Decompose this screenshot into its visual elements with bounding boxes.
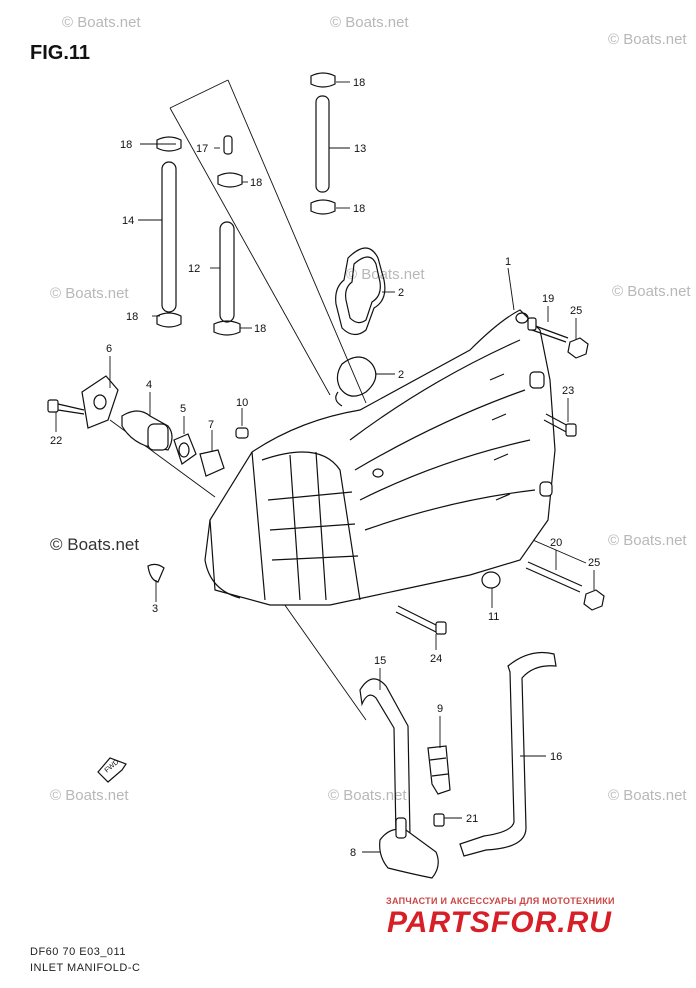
callout-label: 19	[542, 293, 554, 305]
nut-25-lower	[583, 589, 605, 611]
callout-label: 20	[550, 537, 562, 549]
shop-logo: PARTSFOR.RU	[387, 906, 612, 939]
watermark-text: © Boats.net	[328, 787, 407, 804]
callout-label: 9	[437, 703, 443, 715]
shop-tagline: ЗАПЧАСТИ И АКСЕССУАРЫ ДЛЯ МОТОТЕХНИКИ	[386, 896, 615, 906]
callout-label: 23	[562, 385, 574, 397]
hose-12	[213, 135, 243, 336]
watermark-text: © Boats.net	[330, 14, 409, 31]
callout-label: 11	[488, 611, 499, 623]
watermark-text: © Boats.net	[50, 787, 129, 804]
callout-label: 10	[236, 397, 248, 409]
callout-label: 15	[374, 655, 386, 667]
callout-label: 2	[398, 369, 404, 381]
callout-label: 3	[152, 603, 158, 615]
hose-14	[156, 136, 182, 328]
callout-label: 24	[430, 653, 442, 665]
diagram-code: DF60 70 E03_011	[30, 946, 126, 958]
callout-label: 18	[353, 203, 365, 215]
bolt-23	[543, 413, 577, 437]
inlet-manifold-1	[204, 309, 556, 606]
clamp-7	[199, 449, 225, 477]
valve-4	[121, 410, 173, 451]
watermark-text: © Boats.net	[50, 535, 139, 554]
callout-label: 25	[570, 305, 582, 317]
bolt-22	[47, 399, 85, 415]
gasket-2-lower	[335, 356, 377, 407]
watermark-text: © Boats.net	[62, 14, 141, 31]
watermark-group: © Boats.net © Boats.net © Boats.net © Bo…	[50, 14, 691, 804]
callout-label: 1	[505, 256, 511, 268]
watermark-text: © Boats.net	[608, 787, 687, 804]
callout-label: 25	[588, 557, 600, 569]
callout-label: 18	[120, 139, 132, 151]
forward-arrow: FWD	[97, 757, 127, 783]
callout-label: 13	[354, 143, 366, 155]
bolt-24	[395, 605, 447, 635]
plug-3	[147, 563, 165, 583]
bolt-21	[433, 813, 445, 827]
gasket-2-upper	[335, 247, 386, 336]
bolt-20	[525, 561, 583, 593]
callout-label: 7	[208, 419, 214, 431]
callout-label: 2	[398, 287, 404, 299]
callout-label: 18	[353, 77, 365, 89]
fitting-11	[481, 571, 501, 589]
hose-15	[359, 678, 411, 837]
callout-label: 8	[350, 847, 356, 859]
diagram-name: INLET MANIFOLD-C	[30, 962, 141, 974]
bolt-19	[527, 317, 569, 343]
watermark-text: © Boats.net	[608, 31, 687, 48]
callout-label: 12	[188, 263, 200, 275]
hose-16	[459, 651, 557, 857]
holder-9	[427, 745, 451, 795]
plate-6	[81, 375, 119, 429]
callout-label: 18	[254, 323, 266, 335]
pin-10	[235, 427, 249, 439]
watermark-text: © Boats.net	[612, 283, 691, 300]
figure-title: FIG.11	[30, 42, 91, 64]
callout-label: 18	[126, 311, 138, 323]
callout-label: 17	[196, 143, 208, 155]
nut-25-upper	[567, 337, 589, 359]
watermark-text: © Boats.net	[608, 532, 687, 549]
hose-13	[310, 72, 336, 215]
watermark-text: © Boats.net	[50, 285, 129, 302]
callout-leaders	[55, 81, 595, 853]
gasket-5	[173, 433, 197, 465]
callout-label: 4	[146, 379, 152, 391]
callout-label: 22	[50, 435, 62, 447]
callout-numbers: 1 2 2 3 4 5 6 7 8 9 10 11 12 13 14 15 16…	[50, 77, 600, 859]
watermark-text: © Boats.net	[346, 266, 425, 283]
callout-label: 21	[466, 813, 478, 825]
callout-label: 14	[122, 215, 134, 227]
callout-label: 16	[550, 751, 562, 763]
callout-label: 18	[250, 177, 262, 189]
callout-label: 6	[106, 343, 112, 355]
separator-8	[379, 817, 439, 879]
callout-label: 5	[180, 403, 186, 415]
